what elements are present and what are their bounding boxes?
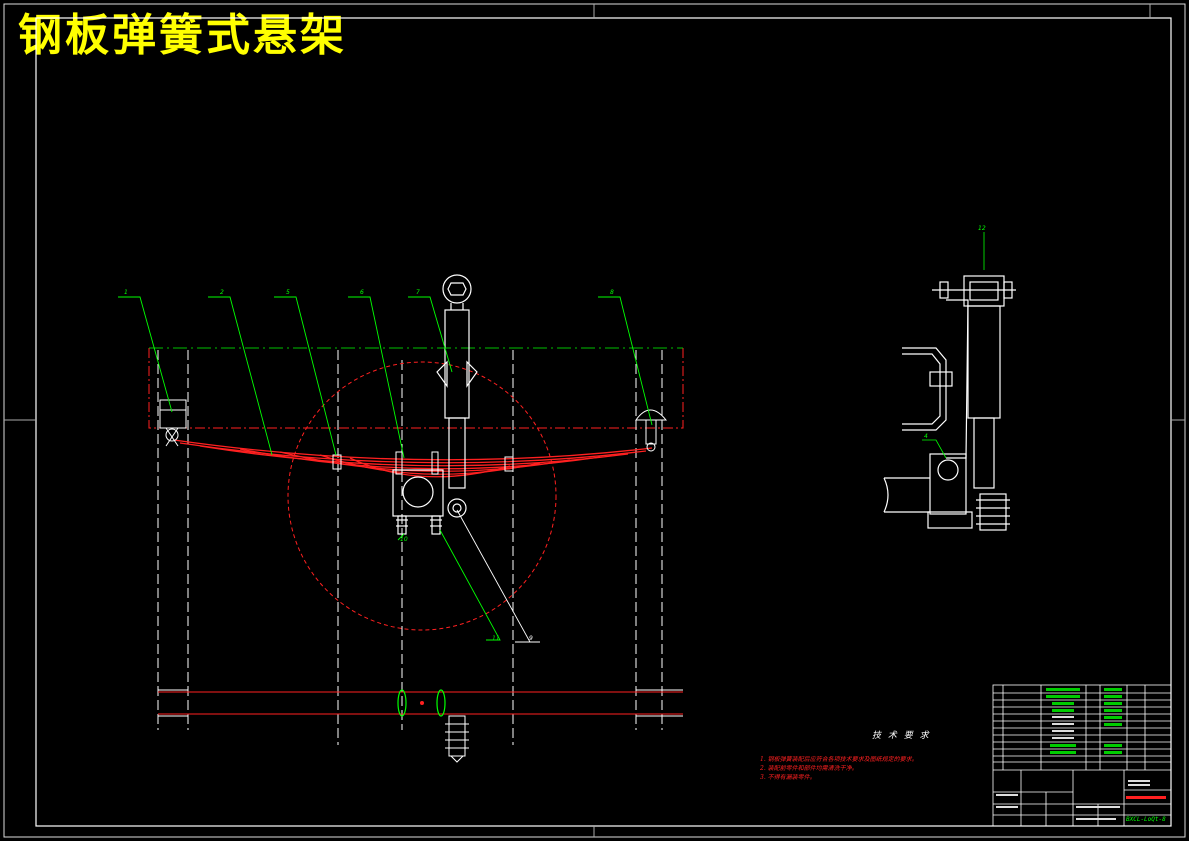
- bottom-bolt: [445, 715, 469, 763]
- callout-label: 12: [978, 225, 986, 232]
- callout-label: 5: [286, 289, 290, 296]
- leader-lines: [118, 296, 653, 641]
- wheel-travel-circle: [287, 361, 557, 631]
- title-block-red-mark: [1126, 796, 1166, 799]
- parts-list-marks: [1046, 688, 1122, 754]
- drawing-title: 钢板弹簧式悬架: [18, 10, 347, 61]
- centering-marks: [4, 4, 1185, 837]
- callout-label: 11: [492, 635, 500, 642]
- tech-requirement-line: 1. 钢板弹簧装配后应符合各项技术要求及图纸规定的要求。: [760, 756, 918, 763]
- callout-label: 1: [124, 289, 128, 296]
- rear-shackle: [635, 409, 668, 452]
- callout-label: 10: [400, 536, 408, 543]
- sheet-border: [3, 3, 1186, 838]
- callout-label: 6: [360, 289, 364, 296]
- front-bracket: [159, 399, 187, 447]
- side-view: [883, 232, 1016, 531]
- callout-label: 7: [416, 289, 420, 296]
- callout-label: 9: [529, 635, 533, 642]
- tech-requirement-line: 3. 不得有漏装零件。: [760, 774, 816, 781]
- shock-absorber: [436, 274, 478, 518]
- axle-assembly: [392, 469, 444, 535]
- callout-label: 8: [610, 289, 614, 296]
- callout-label: 2: [220, 289, 224, 296]
- parts-list-text-marks: [996, 716, 1150, 820]
- leaf-spring: [173, 439, 653, 478]
- tech-requirement-line: 2. 装配前零件和部件均需清洗干净。: [760, 765, 858, 772]
- callout-label: 4: [924, 433, 928, 440]
- drawing-code: BXCL-LoQt-8: [1126, 816, 1166, 823]
- tech-requirements-title: 技 术 要 求: [872, 731, 931, 741]
- axle-beam: [158, 691, 683, 715]
- front-view: 1 2 5 6 7 8 10 11 9: [118, 274, 684, 763]
- drawing-frame: [35, 17, 1172, 827]
- title-block: [992, 684, 1172, 827]
